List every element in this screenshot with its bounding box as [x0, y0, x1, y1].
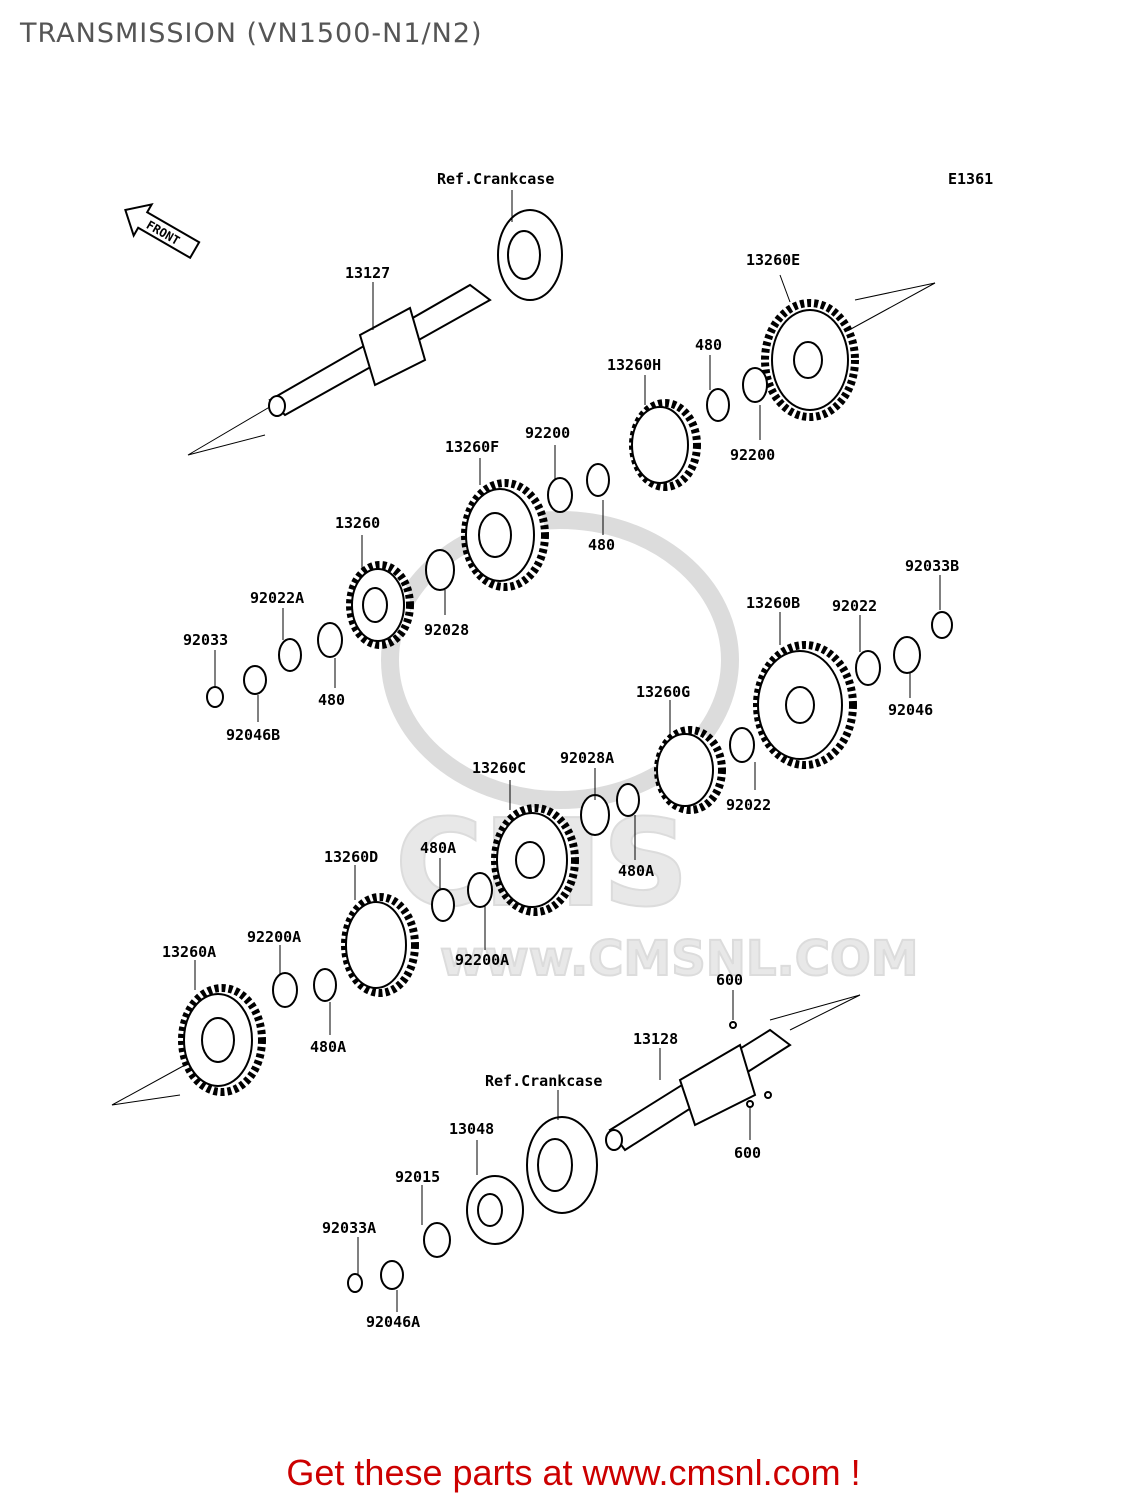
label-ref-crankcase-top: Ref.Crankcase [437, 170, 554, 188]
label-92046B: 92046B [226, 726, 280, 744]
label-13260C: 13260C [472, 759, 526, 777]
diagram-code: E1361 [948, 170, 993, 188]
label-92046: 92046 [888, 701, 933, 719]
label-92200-a: 92200 [525, 424, 570, 442]
gear-13260H [629, 399, 701, 491]
label-13260E: 13260E [746, 251, 800, 269]
label-480-a: 480 [695, 336, 722, 354]
label-92022-a: 92022 [832, 597, 877, 615]
gear-13260C [491, 804, 579, 916]
bearing-top [497, 209, 563, 301]
label-13260B: 13260B [746, 594, 800, 612]
label-13128: 13128 [633, 1030, 678, 1048]
bushings [243, 549, 921, 1290]
input-shaft-13127 [268, 283, 492, 417]
label-92015: 92015 [395, 1168, 440, 1186]
gear-13260A [178, 984, 266, 1096]
page-title: TRANSMISSION (VN1500-N1/N2) [20, 18, 483, 49]
footer-shop-link[interactable]: Get these parts at www.cmsnl.com ! [286, 1452, 861, 1493]
label-92046A: 92046A [366, 1313, 420, 1331]
label-480-b: 480 [588, 536, 615, 554]
label-13260G: 13260G [636, 683, 690, 701]
label-92200-b: 92200 [730, 446, 775, 464]
label-92033B: 92033B [905, 557, 959, 575]
gear-13260G [654, 726, 726, 814]
output-shaft-13128 [605, 1028, 792, 1152]
label-92033A: 92033A [322, 1219, 376, 1237]
washers-circlips [206, 367, 953, 1293]
label-600-a: 600 [716, 971, 743, 989]
label-92028A: 92028A [560, 749, 614, 767]
gear-13260E [761, 299, 859, 421]
label-600-b: 600 [734, 1144, 761, 1162]
bearing-bottom [526, 1116, 598, 1214]
gear-13260F [461, 479, 549, 591]
label-480A-b: 480A [420, 839, 456, 857]
label-13260A: 13260A [162, 943, 216, 961]
label-92200A-b: 92200A [455, 951, 509, 969]
label-480A-a: 480A [618, 862, 654, 880]
watermark-url: www.CMSNL.COM [440, 931, 919, 987]
gear-13260 [346, 561, 414, 649]
label-92033: 92033 [183, 631, 228, 649]
label-13260D: 13260D [324, 848, 378, 866]
label-92022-b: 92022 [726, 796, 771, 814]
shift-drum-13048 [466, 1175, 524, 1245]
watermark: CMS www.CMSNL.COM [381, 511, 920, 988]
label-ref-crankcase-bottom: Ref.Crankcase [485, 1072, 602, 1090]
label-13127: 13127 [345, 264, 390, 282]
label-13260F: 13260F [445, 438, 499, 456]
axis-lines [111, 282, 936, 1106]
label-480-c: 480 [318, 691, 345, 709]
label-92022A: 92022A [250, 589, 304, 607]
label-92028: 92028 [424, 621, 469, 639]
label-92200A-a: 92200A [247, 928, 301, 946]
gear-13260B [753, 641, 857, 769]
leader-lines [194, 190, 941, 1312]
part-labels: Ref.Crankcase E1361 13127 13260E 480 132… [162, 170, 993, 1331]
front-arrow-icon: FRONT [124, 202, 201, 260]
label-13260: 13260 [335, 514, 380, 532]
label-13260H: 13260H [607, 356, 661, 374]
gear-13260D [341, 893, 419, 997]
label-13048: 13048 [449, 1120, 494, 1138]
label-480A-c: 480A [310, 1038, 346, 1056]
